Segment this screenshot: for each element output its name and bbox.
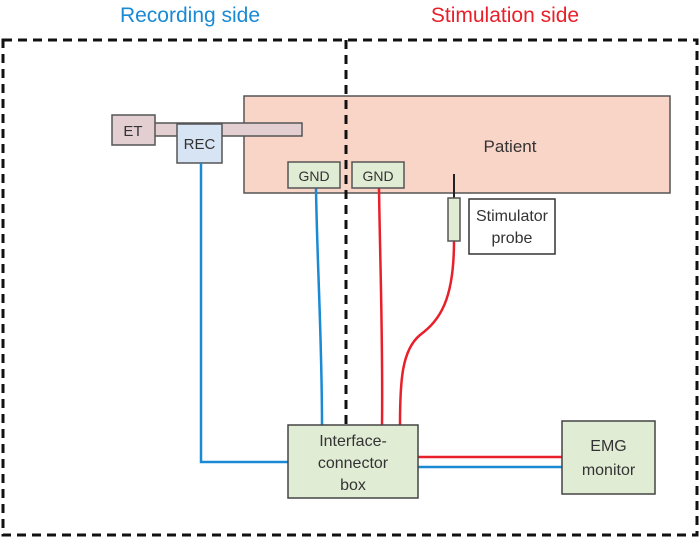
stimulator-probe-label-1: Stimulator	[476, 208, 549, 225]
et-tube	[149, 122, 303, 137]
gnd-stimulation-box	[351, 161, 405, 189]
recording-side-label: Recording side	[120, 4, 260, 27]
gnd-recording-box	[287, 161, 341, 189]
interface-connector-box	[287, 424, 419, 499]
probe-wire	[398, 240, 456, 426]
stimulation-side-label: Stimulation side	[431, 4, 579, 27]
emg-label-2: monitor	[582, 462, 636, 479]
patient-label: Patient	[484, 137, 537, 156]
emg-label-1: EMG	[590, 438, 626, 455]
gnd-recording-wire	[314, 187, 324, 426]
rec-box	[176, 123, 223, 164]
outer-boundary	[1, 38, 699, 537]
interface-label-2: connector	[318, 455, 389, 472]
probe-handle	[447, 197, 461, 242]
gnd-stimulation-label: GND	[362, 168, 393, 184]
gnd-stimulation-wire	[377, 187, 384, 426]
gnd-recording-label: GND	[298, 168, 329, 184]
interface-label-1: Interface-	[319, 433, 387, 450]
et-box	[111, 114, 156, 146]
rec-label: REC	[184, 136, 216, 153]
interface-label-3: box	[340, 477, 366, 494]
stimulator-probe-label-2: probe	[492, 230, 533, 247]
et-label: ET	[123, 123, 142, 140]
stimulator-probe-box	[468, 198, 556, 255]
rec-wire	[199, 163, 288, 464]
emg-monitor-box	[561, 420, 656, 495]
